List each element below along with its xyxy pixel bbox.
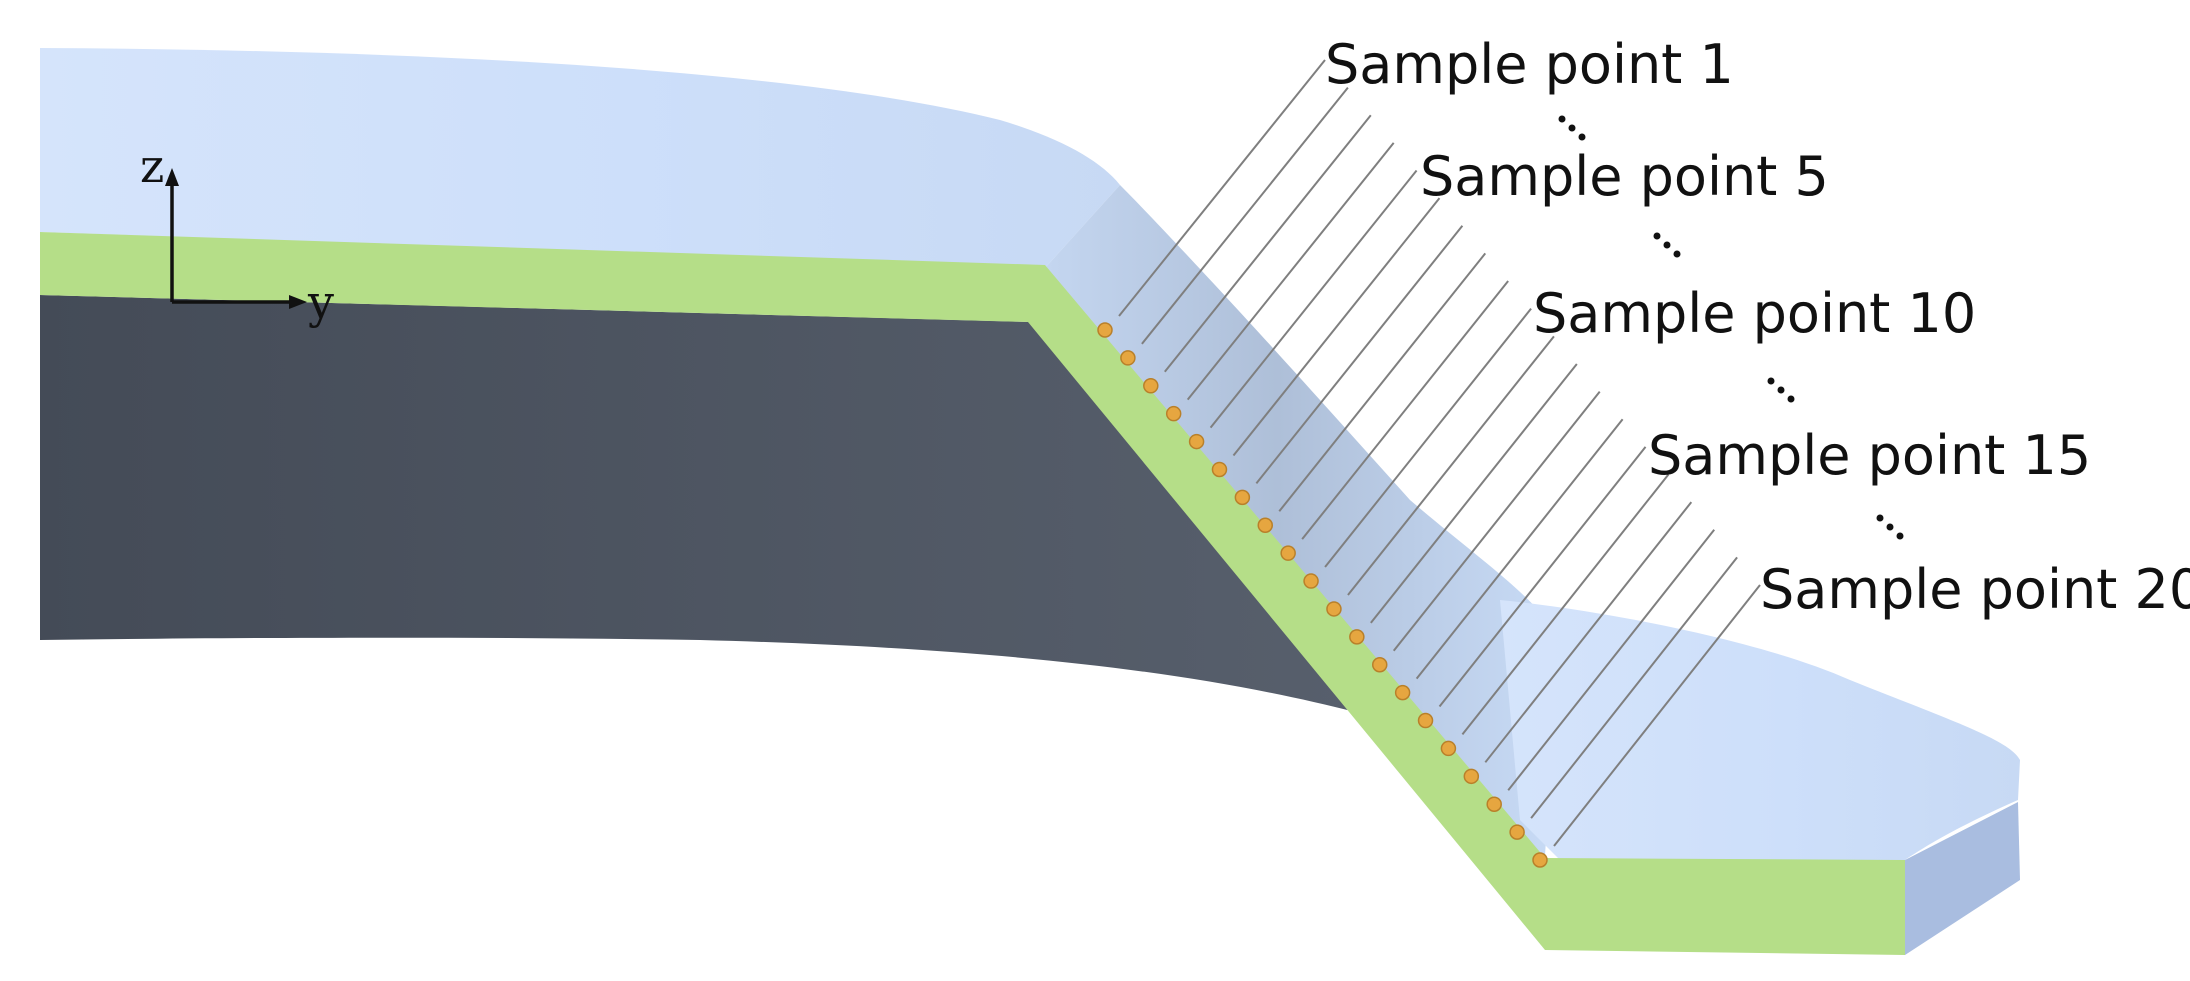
- ramp-surface: [1045, 185, 1560, 860]
- leader-line: [1484, 501, 1693, 763]
- label-sample-point-5: Sample point 5: [1420, 145, 1829, 208]
- leader-line: [1118, 59, 1326, 317]
- leader-line: [1278, 252, 1487, 512]
- leader-line: [1324, 308, 1532, 568]
- leader-line: [1186, 142, 1395, 401]
- sample-point-marker: [1120, 350, 1136, 366]
- leader-line: [1255, 225, 1464, 484]
- leader-line: [1461, 473, 1670, 736]
- ellipsis-dot: [1896, 532, 1904, 540]
- leader-line: [1392, 390, 1601, 652]
- ellipsis-dot: [1578, 133, 1586, 141]
- sample-point-marker: [1532, 852, 1548, 868]
- sample-point-marker: [1463, 768, 1480, 785]
- leader-line: [1141, 87, 1349, 345]
- leader-line: [1301, 280, 1509, 540]
- sample-point-marker: [1303, 573, 1319, 589]
- coating-layer: [40, 232, 1905, 955]
- leader-line: [1232, 197, 1441, 457]
- label-sample-point-1: Sample point 1: [1325, 33, 1734, 96]
- leader-line: [1347, 335, 1555, 596]
- leader-line: [1438, 446, 1647, 708]
- leader-lines: [1118, 59, 1761, 847]
- sample-point-marker: [1165, 405, 1182, 422]
- sample-point-marker: [1509, 824, 1525, 840]
- label-sample-point-15: Sample point 15: [1648, 424, 2091, 487]
- sample-point-marker: [1394, 684, 1411, 701]
- ellipsis-dot: [1876, 514, 1884, 522]
- upper-top-surface: [40, 48, 1120, 268]
- sample-point-marker: [1486, 796, 1502, 812]
- sample-point-marker: [1097, 322, 1113, 338]
- ellipsis-dot: [1663, 241, 1671, 249]
- sample-points: [1097, 322, 1548, 868]
- ellipsis-dot: [1886, 523, 1894, 531]
- leader-line: [1507, 529, 1715, 791]
- lower-top-surface: [1500, 600, 2020, 860]
- y-axis-arrowhead: [289, 295, 307, 309]
- leader-line: [1209, 169, 1418, 429]
- ellipsis-dot: [1673, 250, 1681, 258]
- label-sample-point-20: Sample point 20: [1760, 558, 2190, 621]
- end-face: [1905, 802, 2020, 955]
- ellipsis-dot: [1558, 115, 1566, 123]
- sample-point-marker: [1188, 433, 1205, 450]
- sample-point-marker: [1326, 601, 1342, 617]
- ellipsis-dot: [1653, 232, 1661, 240]
- z-axis-label: z: [140, 139, 164, 193]
- leader-line: [1530, 556, 1738, 819]
- sample-point-marker: [1234, 489, 1251, 506]
- coordinate-axes: z y: [140, 139, 334, 329]
- z-axis-arrowhead: [165, 168, 179, 186]
- ellipsis-dot: [1568, 124, 1576, 132]
- sample-point-marker: [1371, 656, 1388, 673]
- y-axis-label: y: [307, 275, 334, 329]
- leader-line: [1370, 363, 1578, 624]
- leader-line: [1164, 114, 1372, 373]
- sample-point-marker: [1280, 545, 1296, 561]
- sample-point-marker: [1257, 517, 1274, 534]
- leader-line: [1553, 584, 1761, 847]
- sample-point-marker: [1417, 712, 1434, 729]
- sample-point-marker: [1349, 629, 1365, 645]
- label-sample-point-10: Sample point 10: [1533, 282, 1976, 345]
- sample-point-marker: [1143, 378, 1159, 394]
- leader-line: [1415, 418, 1624, 680]
- ellipsis-dot: [1787, 395, 1795, 403]
- sample-point-marker: [1440, 740, 1457, 757]
- ellipsis-marks: [1558, 115, 1904, 540]
- ellipsis-dot: [1777, 386, 1785, 394]
- side-face: [40, 295, 1355, 712]
- ellipsis-dot: [1767, 377, 1775, 385]
- sample-point-marker: [1211, 461, 1228, 478]
